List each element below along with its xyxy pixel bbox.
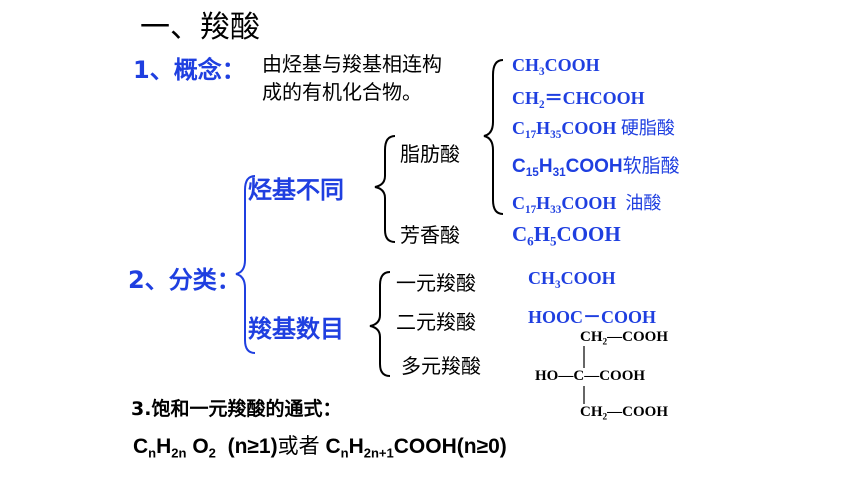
general-formula: CnH2n O2 (n≥1)或者 CnH2n+1COOH(n≥0)	[133, 434, 507, 461]
page-title: 一、羧酸	[140, 10, 260, 45]
mono-example: CH3COOH	[528, 268, 616, 291]
aromatic-example: C6H5COOH	[512, 222, 621, 249]
fatty-example-5: C17H33COOH 油酸	[512, 193, 662, 216]
fatty-example-1: CH3COOH	[512, 55, 600, 78]
aromatic-acid-label: 芳香酸	[400, 223, 460, 247]
general-formula-label: 3.饱和一元羧酸的通式：	[131, 398, 342, 420]
stearic-acid-name: 硬脂酸	[620, 118, 675, 139]
di-example: HOOC－COOH	[528, 307, 657, 327]
monocarboxylic-label: 一元羧酸	[396, 271, 476, 295]
fatty-example-4: C15H31COOH软脂酸	[512, 155, 680, 180]
structure-top: CH2—COOH	[580, 329, 668, 348]
structure-bottom: CH2—COOH	[580, 404, 668, 423]
palmitic-acid-name: 软脂酸	[622, 155, 680, 177]
hydrocarbon-group-label: 烃基不同	[248, 176, 344, 204]
concept-line-1: 由烃基与羧基相连构	[262, 52, 442, 76]
oleic-acid-name: 油酸	[625, 193, 662, 214]
classification-label: 2、分类：	[128, 266, 241, 294]
polycarboxylic-label: 多元羧酸	[401, 354, 481, 378]
concept-line-2: 成的有机化合物。	[262, 80, 422, 104]
concept-label: 1、概念：	[133, 56, 246, 84]
concept-definition: 由烃基与羧基相连构 成的有机化合物。	[262, 50, 442, 106]
fatty-example-3: C17H35COOH 硬脂酸	[512, 118, 675, 141]
structure-middle: HO—C—COOH	[535, 368, 646, 384]
carboxyl-count-label: 羧基数目	[248, 315, 344, 343]
dicarboxylic-label: 二元羧酸	[396, 310, 476, 334]
fatty-example-2: CH2＝CHCOOH	[512, 88, 645, 111]
fatty-acid-label: 脂肪酸	[400, 142, 460, 166]
